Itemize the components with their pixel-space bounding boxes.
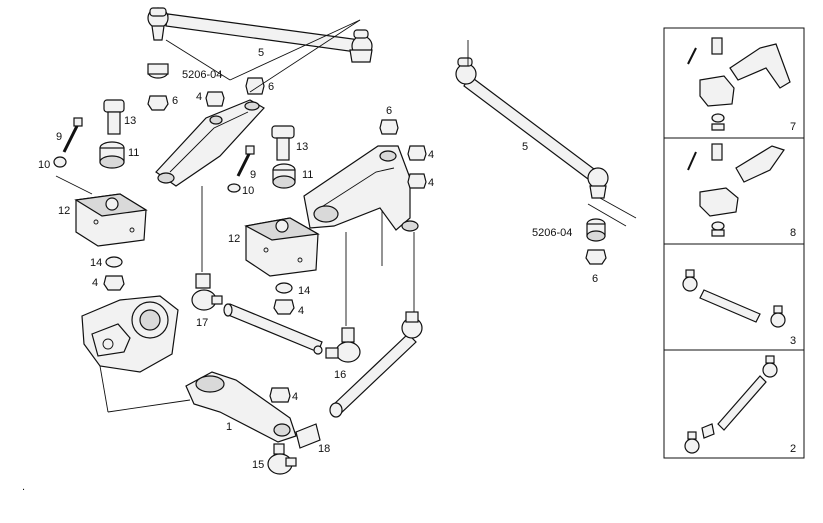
pin-13-mid bbox=[271, 125, 295, 161]
end-fitting-18 bbox=[295, 423, 321, 449]
adjust-tube-left bbox=[223, 303, 323, 355]
nut-4-left bbox=[103, 275, 125, 291]
label-4-bottom: 4 bbox=[292, 391, 298, 403]
label-6-mid: 6 bbox=[386, 105, 392, 117]
label-6-right: 6 bbox=[592, 273, 598, 285]
washer-nut-top bbox=[147, 63, 169, 111]
variants-panel bbox=[663, 27, 805, 459]
label-5-top: 5 bbox=[258, 47, 264, 59]
panel-8-number: 8 bbox=[790, 227, 796, 239]
panel-2-number: 2 bbox=[790, 443, 796, 455]
label-6-top: 6 bbox=[172, 95, 178, 107]
label-12-left: 12 bbox=[58, 205, 70, 217]
washer-14-left bbox=[105, 256, 123, 268]
lower-arm-bracket bbox=[303, 145, 419, 232]
steering-gear-box bbox=[81, 295, 191, 413]
label-5206-04-right: 5206-04 bbox=[532, 227, 572, 239]
nut-4-mid bbox=[273, 299, 295, 315]
bolt-9-mid bbox=[236, 145, 255, 177]
label-4-top: 4 bbox=[196, 91, 202, 103]
label-11-left: 11 bbox=[128, 147, 139, 159]
label-10-left: 10 bbox=[38, 159, 50, 171]
pitman-arm bbox=[185, 371, 297, 443]
panel-8-variant bbox=[687, 143, 785, 237]
label-16: 16 bbox=[334, 369, 346, 381]
nut-4-bottom bbox=[269, 387, 291, 403]
label-4-mid-c: 4 bbox=[428, 177, 434, 189]
bushing-11-mid bbox=[272, 163, 296, 189]
label-10-mid: 10 bbox=[242, 185, 254, 197]
adjust-tube-right bbox=[329, 311, 423, 418]
label-13-mid: 13 bbox=[296, 141, 308, 153]
label-11-mid: 11 bbox=[302, 169, 313, 181]
ball-joint-17 bbox=[191, 273, 223, 311]
label-5-right: 5 bbox=[522, 141, 528, 153]
label-1: 1 bbox=[226, 421, 232, 433]
nut-4-mid-c bbox=[407, 173, 427, 189]
ball-joint-15 bbox=[267, 443, 297, 475]
tie-rod-right bbox=[455, 40, 637, 227]
bushing-11-left bbox=[99, 141, 125, 169]
nut-6-top bbox=[245, 77, 265, 95]
ball-joint-16 bbox=[325, 327, 361, 363]
tie-rod-top bbox=[147, 7, 373, 81]
panel-7-number: 7 bbox=[790, 121, 796, 133]
panel-2-variant bbox=[684, 355, 778, 454]
washer-14-mid bbox=[275, 282, 293, 294]
label-4-mid: 4 bbox=[298, 305, 304, 317]
label-15: 15 bbox=[252, 459, 264, 471]
washer-10-mid bbox=[227, 183, 241, 193]
label-14-left: 14 bbox=[90, 257, 102, 269]
plate-12-left bbox=[74, 193, 148, 247]
bracket-plate-upper bbox=[155, 99, 265, 187]
label-9-left: 9 bbox=[56, 131, 62, 143]
nut-4-top bbox=[205, 91, 225, 107]
plate-12-mid bbox=[244, 217, 320, 277]
label-13-left: 13 bbox=[124, 115, 136, 127]
label-18: 18 bbox=[318, 443, 330, 455]
label-4-mid-b: 4 bbox=[428, 149, 434, 161]
footer-mark: . bbox=[22, 481, 25, 493]
panel-3-number: 3 bbox=[790, 335, 796, 347]
bolt-9-left bbox=[62, 117, 83, 153]
label-17: 17 bbox=[196, 317, 208, 329]
label-4-left: 4 bbox=[92, 277, 98, 289]
label-5206-04-top: 5206-04 bbox=[182, 69, 222, 81]
panel-7-variant bbox=[687, 37, 791, 131]
washer-10-left bbox=[53, 156, 67, 168]
label-9-mid: 9 bbox=[250, 169, 256, 181]
panel-3-variant bbox=[682, 269, 786, 328]
nut-4-mid-b bbox=[407, 145, 427, 161]
pin-13-left bbox=[103, 99, 125, 135]
washer-nut-right bbox=[585, 218, 607, 265]
nut-6-mid bbox=[379, 119, 399, 135]
label-6-top-b: 6 bbox=[268, 81, 274, 93]
label-14-mid: 14 bbox=[298, 285, 310, 297]
label-12-mid: 12 bbox=[228, 233, 240, 245]
